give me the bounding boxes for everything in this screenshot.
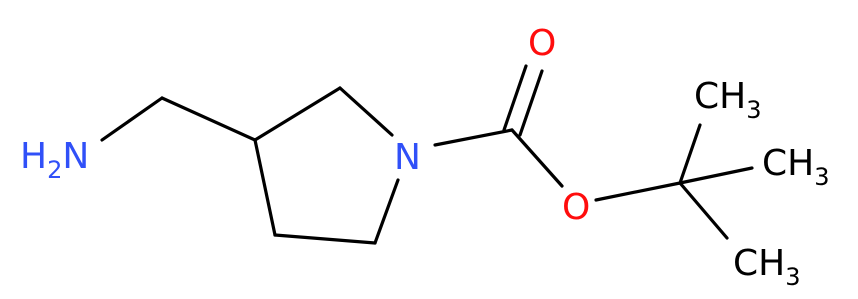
methyl-right-label: CH3 <box>762 143 830 191</box>
bond-cq-ch3-bottom <box>678 181 729 240</box>
bond-nh2-ch2 <box>100 96 164 142</box>
ring-nitrogen-label: N <box>394 137 421 178</box>
bond-c3-c4 <box>253 138 277 237</box>
bond-c4-c5 <box>273 233 377 245</box>
bond-c3-c2 <box>253 86 342 142</box>
bond-co-double-b <box>518 69 544 137</box>
carbonyl-oxygen-label: O <box>528 23 556 64</box>
bond-c5-n <box>373 178 400 245</box>
bond-c2-n <box>338 86 394 137</box>
bond-co-double-a <box>502 64 528 132</box>
bond-oester-cq <box>594 181 682 202</box>
ester-oxygen-label: O <box>562 187 590 228</box>
bond-c-oester <box>510 128 564 188</box>
amine-label: H2N <box>20 136 89 184</box>
bonds <box>100 64 754 245</box>
bond-n-carbonyl <box>433 128 514 147</box>
methyl-top-label: CH3 <box>694 76 762 124</box>
methyl-bottom-label: CH3 <box>733 243 801 291</box>
bond-cq-ch3-right <box>678 166 754 185</box>
bond-cq-ch3-top <box>678 123 702 185</box>
bond-ch2-c3 <box>160 96 257 142</box>
